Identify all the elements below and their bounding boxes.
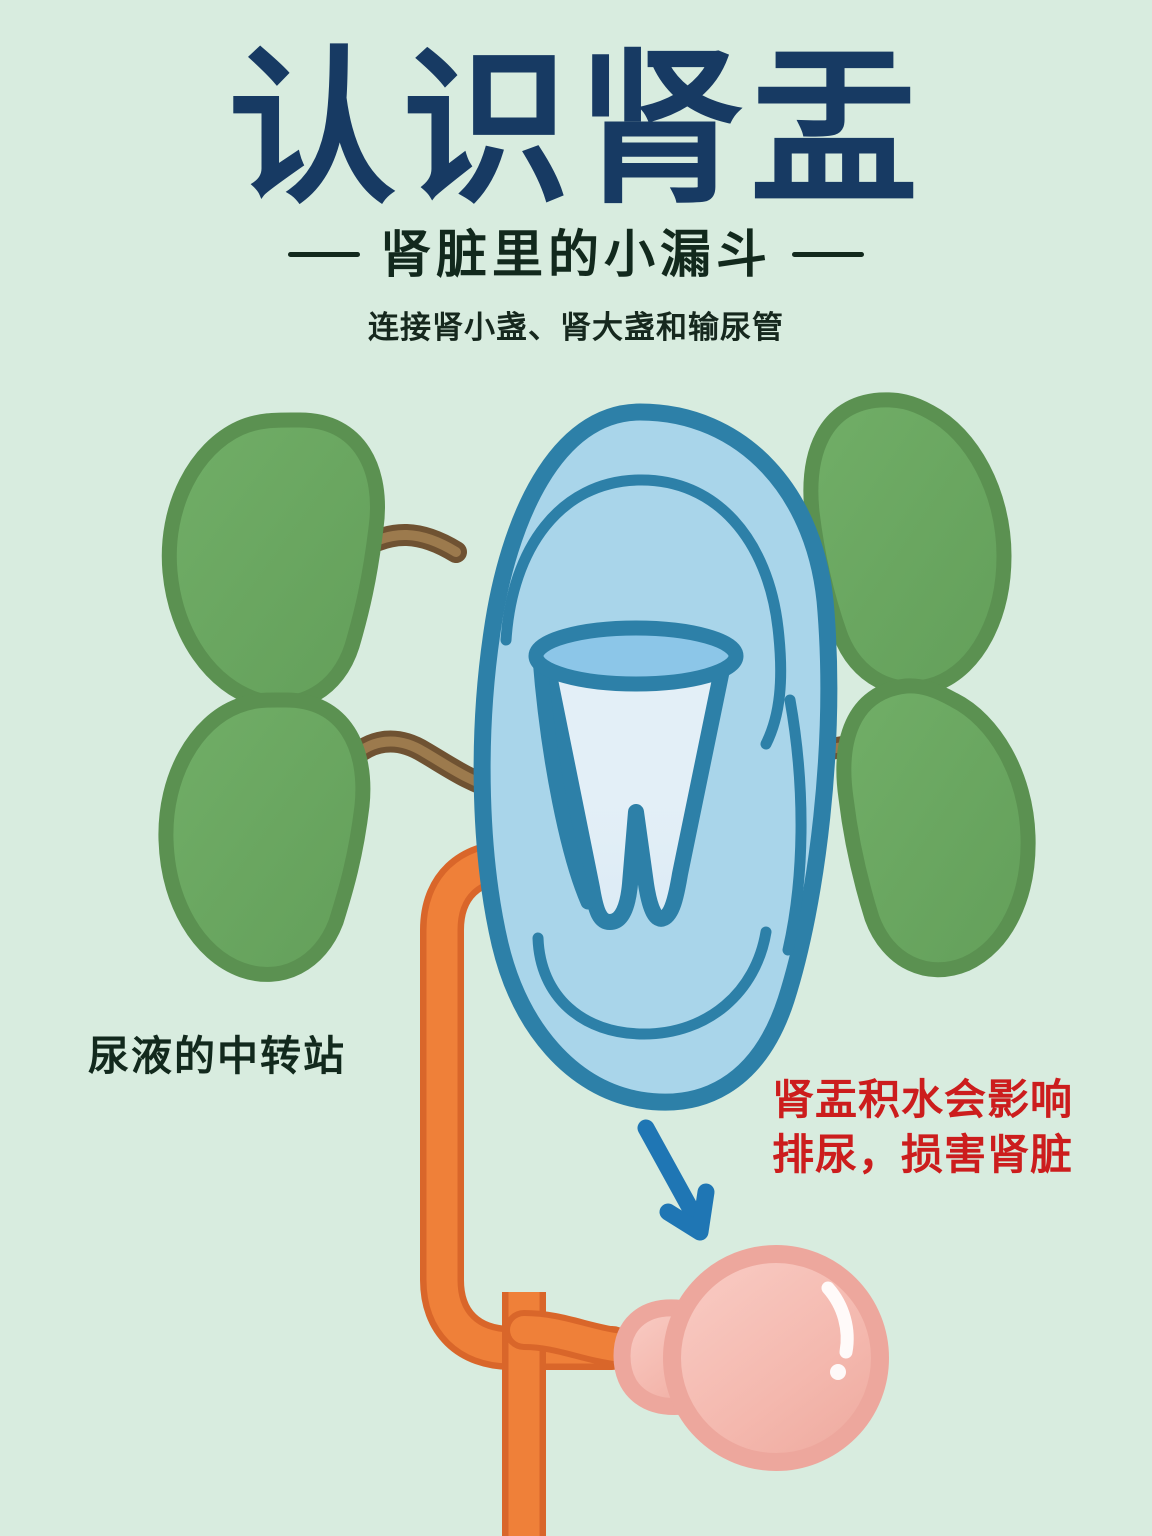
dash-left-icon (287, 252, 360, 258)
poster-header: 认识肾盂 肾脏里的小漏斗 连接肾小盏、肾大盏和输尿管 (0, 0, 1152, 347)
page-title: 认识肾盂 (228, 38, 924, 224)
annotation-hydronephrosis-warning: 肾盂积水会影响 排尿，损害肾脏 (772, 1072, 1073, 1183)
page-tagline: 连接肾小盏、肾大盏和输尿管 (368, 310, 784, 346)
kidney-bottom-right (836, 678, 1036, 978)
kidney-top-left (161, 412, 385, 711)
ureter (420, 840, 642, 1536)
funnel (528, 620, 744, 930)
bladder (613, 1245, 889, 1471)
annotation-urine-transfer-station: 尿液的中转站 (88, 1033, 346, 1079)
kidney-bottom-left (158, 692, 371, 982)
warning-line-2: 排尿，损害肾脏 (772, 1131, 1074, 1179)
warning-line-1: 肾盂积水会影响 (772, 1076, 1074, 1123)
subtitle-row: 肾脏里的小漏斗 (0, 229, 1152, 280)
kidney-top-right (803, 392, 1012, 696)
pointer-arrow (637, 1119, 715, 1241)
page-subtitle: 肾脏里的小漏斗 (379, 226, 772, 284)
dash-right-icon (792, 252, 864, 258)
